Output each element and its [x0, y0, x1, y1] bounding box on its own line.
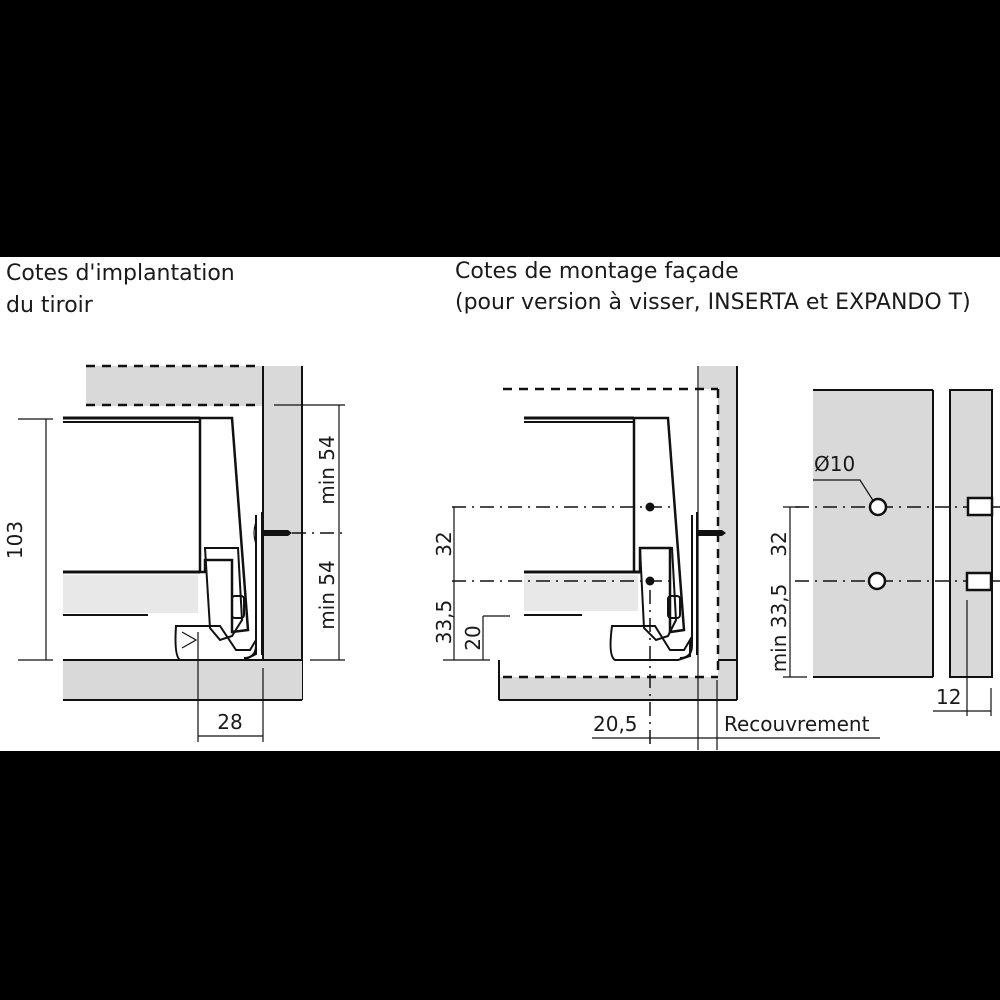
middle-diagram: Cotes de montage façade (pour version à … [432, 259, 971, 750]
dim-12: 12 [936, 685, 961, 709]
dim-20: 20 [461, 625, 485, 650]
dim-min-54-lower: min 54 [315, 560, 339, 630]
dim-32-front: 32 [767, 531, 791, 556]
dim-103: 103 [3, 521, 27, 559]
insert-upper [966, 496, 994, 517]
dim-28: 28 [217, 710, 242, 734]
technical-drawing: Cotes d'implantation du tiroir [3, 259, 1000, 750]
screw-icon [697, 530, 726, 536]
left-diagram: Cotes d'implantation du tiroir [3, 261, 345, 742]
dim-33-5: 33,5 [432, 600, 456, 645]
hole-lower [867, 571, 887, 591]
hole-upper [868, 497, 888, 517]
right-diagram: Ø10 32 min 33,5 12 [767, 389, 1000, 716]
dim-diameter-10: Ø10 [814, 452, 855, 476]
upper-panel [86, 366, 262, 406]
dim-32: 32 [432, 531, 456, 556]
side-wall [263, 366, 301, 662]
insert-lower [965, 571, 993, 592]
bottom-panel [63, 660, 302, 700]
right-title-line2: (pour version à visser, INSERTA et EXPAN… [455, 290, 971, 315]
dim-20-5: 20,5 [593, 712, 638, 736]
side-view-panel [950, 390, 992, 677]
front-view-panel [813, 390, 933, 677]
dim-min-54-upper: min 54 [315, 435, 339, 505]
left-title-line2: du tiroir [6, 293, 94, 318]
left-title-line1: Cotes d'implantation [6, 261, 235, 286]
drawing-panel: Cotes d'implantation du tiroir [0, 257, 1000, 751]
screw-icon [262, 530, 292, 536]
right-title-line1: Cotes de montage façade [455, 259, 739, 284]
dim-min-33-5: min 33,5 [767, 584, 791, 673]
overlay-label: Recouvrement [724, 712, 870, 736]
